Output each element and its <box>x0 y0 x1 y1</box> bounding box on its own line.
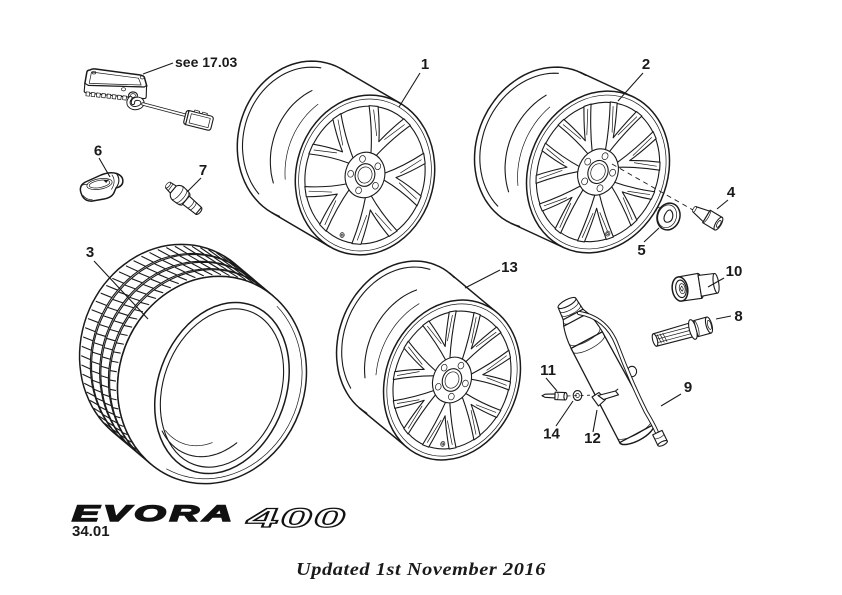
callout-1-label: 1 <box>421 56 429 73</box>
callout-4-leader <box>716 199 729 210</box>
tpms-sensor <box>79 172 124 202</box>
tpms-module-plug <box>183 109 214 131</box>
callout-6-leader <box>98 157 111 178</box>
reference-note: see 17.03 <box>175 54 237 70</box>
callout-3-leader <box>93 260 149 320</box>
sealant-canister <box>557 296 655 446</box>
callout-4-label: 4 <box>727 184 736 201</box>
callout-7-label: 7 <box>199 162 207 179</box>
spare-wheel-bolt <box>651 316 714 347</box>
callout-10-label: 10 <box>726 263 743 280</box>
alloy-wheel-1 <box>236 60 436 256</box>
sealant-hose <box>576 310 659 434</box>
callout-2-label: 2 <box>642 56 650 73</box>
logo-variant: 400 <box>245 503 347 533</box>
footer-note: Updated 1st November 2016 <box>296 559 546 579</box>
callout-labels: 1 2 3 4 5 6 7 8 9 10 11 12 13 14 <box>86 56 743 447</box>
artwork <box>78 60 724 485</box>
callout-1-leader <box>398 72 421 108</box>
callout-13-label: 13 <box>501 259 518 276</box>
callout-10-leader <box>707 277 725 288</box>
callout-3-label: 3 <box>86 244 94 261</box>
callout-7-leader <box>186 177 202 193</box>
wheel-bolt <box>692 206 724 231</box>
callout-12-leader <box>592 409 598 433</box>
tyre <box>78 243 308 485</box>
callout-14-leader <box>555 400 574 427</box>
logo: EVORA 400 <box>71 500 347 533</box>
hose-clip <box>591 388 620 407</box>
locking-nut-cap <box>655 202 681 231</box>
callout-2-leader <box>617 72 644 102</box>
alloy-wheel-13 <box>335 260 522 461</box>
callout-9-label: 9 <box>684 379 692 396</box>
callout-11-label: 11 <box>540 362 556 379</box>
sealant-hose-fitting <box>652 429 668 447</box>
callout-8-label: 8 <box>734 308 742 325</box>
callout-12-label: 12 <box>584 430 601 447</box>
locking-nut-socket <box>671 272 720 302</box>
callout-6-label: 6 <box>94 143 102 160</box>
tpms-module <box>83 68 189 118</box>
callout-8-leader <box>715 315 732 320</box>
logo-model: EVORA <box>72 501 236 526</box>
page-number: 34.01 <box>72 523 110 540</box>
callout-14-label: 14 <box>543 426 560 443</box>
reference-note-leader <box>142 62 174 75</box>
alloy-wheel-2 <box>473 66 671 254</box>
callout-5-label: 5 <box>637 242 645 259</box>
leader-lines <box>93 62 732 433</box>
callout-5-leader <box>643 227 660 243</box>
tyre-valve <box>165 181 203 215</box>
callout-13-leader <box>464 269 501 289</box>
callout-11-leader <box>545 377 558 392</box>
screw <box>541 391 568 401</box>
callout-9-leader <box>660 393 682 407</box>
